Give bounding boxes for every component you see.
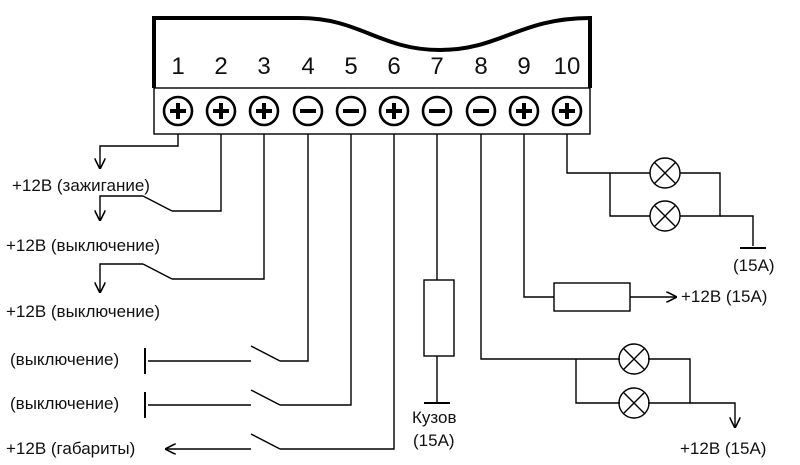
terminal-number-2: 2 bbox=[214, 53, 228, 80]
switch-4 bbox=[250, 345, 281, 362]
plus-icon: + bbox=[559, 103, 575, 119]
terminal-3 bbox=[248, 95, 280, 127]
out-8 bbox=[690, 402, 735, 427]
terminal-8 bbox=[465, 95, 497, 127]
wire-6 bbox=[280, 134, 395, 450]
terminal-7 bbox=[421, 95, 453, 127]
wire-1 bbox=[100, 134, 179, 168]
plus-icon: + bbox=[386, 103, 402, 119]
terminal-10 bbox=[551, 95, 583, 127]
label-off-3: (выключение) bbox=[10, 350, 120, 369]
fuse-9 bbox=[553, 282, 631, 312]
label-ignition: +12В (зажигание) bbox=[12, 176, 150, 195]
contact-3 bbox=[100, 263, 143, 292]
lamp-icon bbox=[618, 343, 650, 375]
terminal-strip bbox=[153, 87, 591, 135]
terminal-4 bbox=[292, 95, 324, 127]
terminal-number-4: 4 bbox=[301, 53, 315, 80]
plus-icon: + bbox=[256, 103, 272, 119]
terminal-number-10: 10 bbox=[553, 53, 581, 80]
label-off-2: +12В (выключение) bbox=[6, 302, 161, 321]
label-out-9: +12В (15А) bbox=[681, 287, 768, 306]
plus-icon: + bbox=[170, 103, 186, 119]
plus-icon: + bbox=[516, 103, 532, 119]
plus-icon: + bbox=[213, 103, 229, 119]
connector-housing bbox=[152, 15, 592, 88]
label-off-4: (выключение) bbox=[10, 394, 120, 413]
label-body: Кузов bbox=[412, 408, 457, 427]
ground-wire-10 bbox=[720, 215, 754, 246]
contact-2 bbox=[100, 195, 143, 220]
lamp-icon bbox=[649, 157, 681, 189]
switch-2 bbox=[142, 195, 173, 212]
terminal-1 bbox=[162, 95, 194, 127]
wire-8 bbox=[480, 134, 576, 360]
label-off-1: +12В (выключение) bbox=[6, 236, 161, 255]
lamp-icon bbox=[618, 387, 650, 419]
terminal-number-1: 1 bbox=[171, 53, 185, 80]
terminal-6 bbox=[378, 95, 410, 127]
terminal-2 bbox=[205, 95, 237, 127]
terminal-5 bbox=[335, 95, 367, 127]
terminal-number-7: 7 bbox=[430, 53, 444, 80]
wire-2 bbox=[172, 134, 222, 212]
wire-3 bbox=[172, 134, 265, 280]
lamp-icon bbox=[649, 200, 681, 232]
label-lamp-fuse: (15А) bbox=[733, 256, 775, 275]
terminal-circles: +++−−+−−++ bbox=[162, 95, 583, 127]
wire-4 bbox=[280, 134, 309, 362]
terminal-number-5: 5 bbox=[344, 53, 358, 80]
switch-6 bbox=[250, 433, 281, 450]
terminal-number-3: 3 bbox=[257, 53, 271, 80]
label-body-fuse: (15А) bbox=[413, 431, 455, 450]
switch-5 bbox=[250, 389, 281, 406]
wire-9 bbox=[523, 134, 554, 298]
label-parking: +12В (габариты) bbox=[6, 439, 136, 458]
terminal-number-8: 8 bbox=[474, 53, 488, 80]
switch-3 bbox=[142, 263, 173, 280]
fuse-7 bbox=[423, 279, 455, 357]
terminal-number-6: 6 bbox=[387, 53, 401, 80]
wire-5 bbox=[280, 134, 352, 406]
wire-10 bbox=[566, 134, 610, 174]
label-out-8: +12В (15А) bbox=[680, 439, 767, 458]
terminal-9 bbox=[508, 95, 540, 127]
lamp-bus-8 bbox=[575, 359, 620, 404]
terminal-number-9: 9 bbox=[517, 53, 531, 80]
